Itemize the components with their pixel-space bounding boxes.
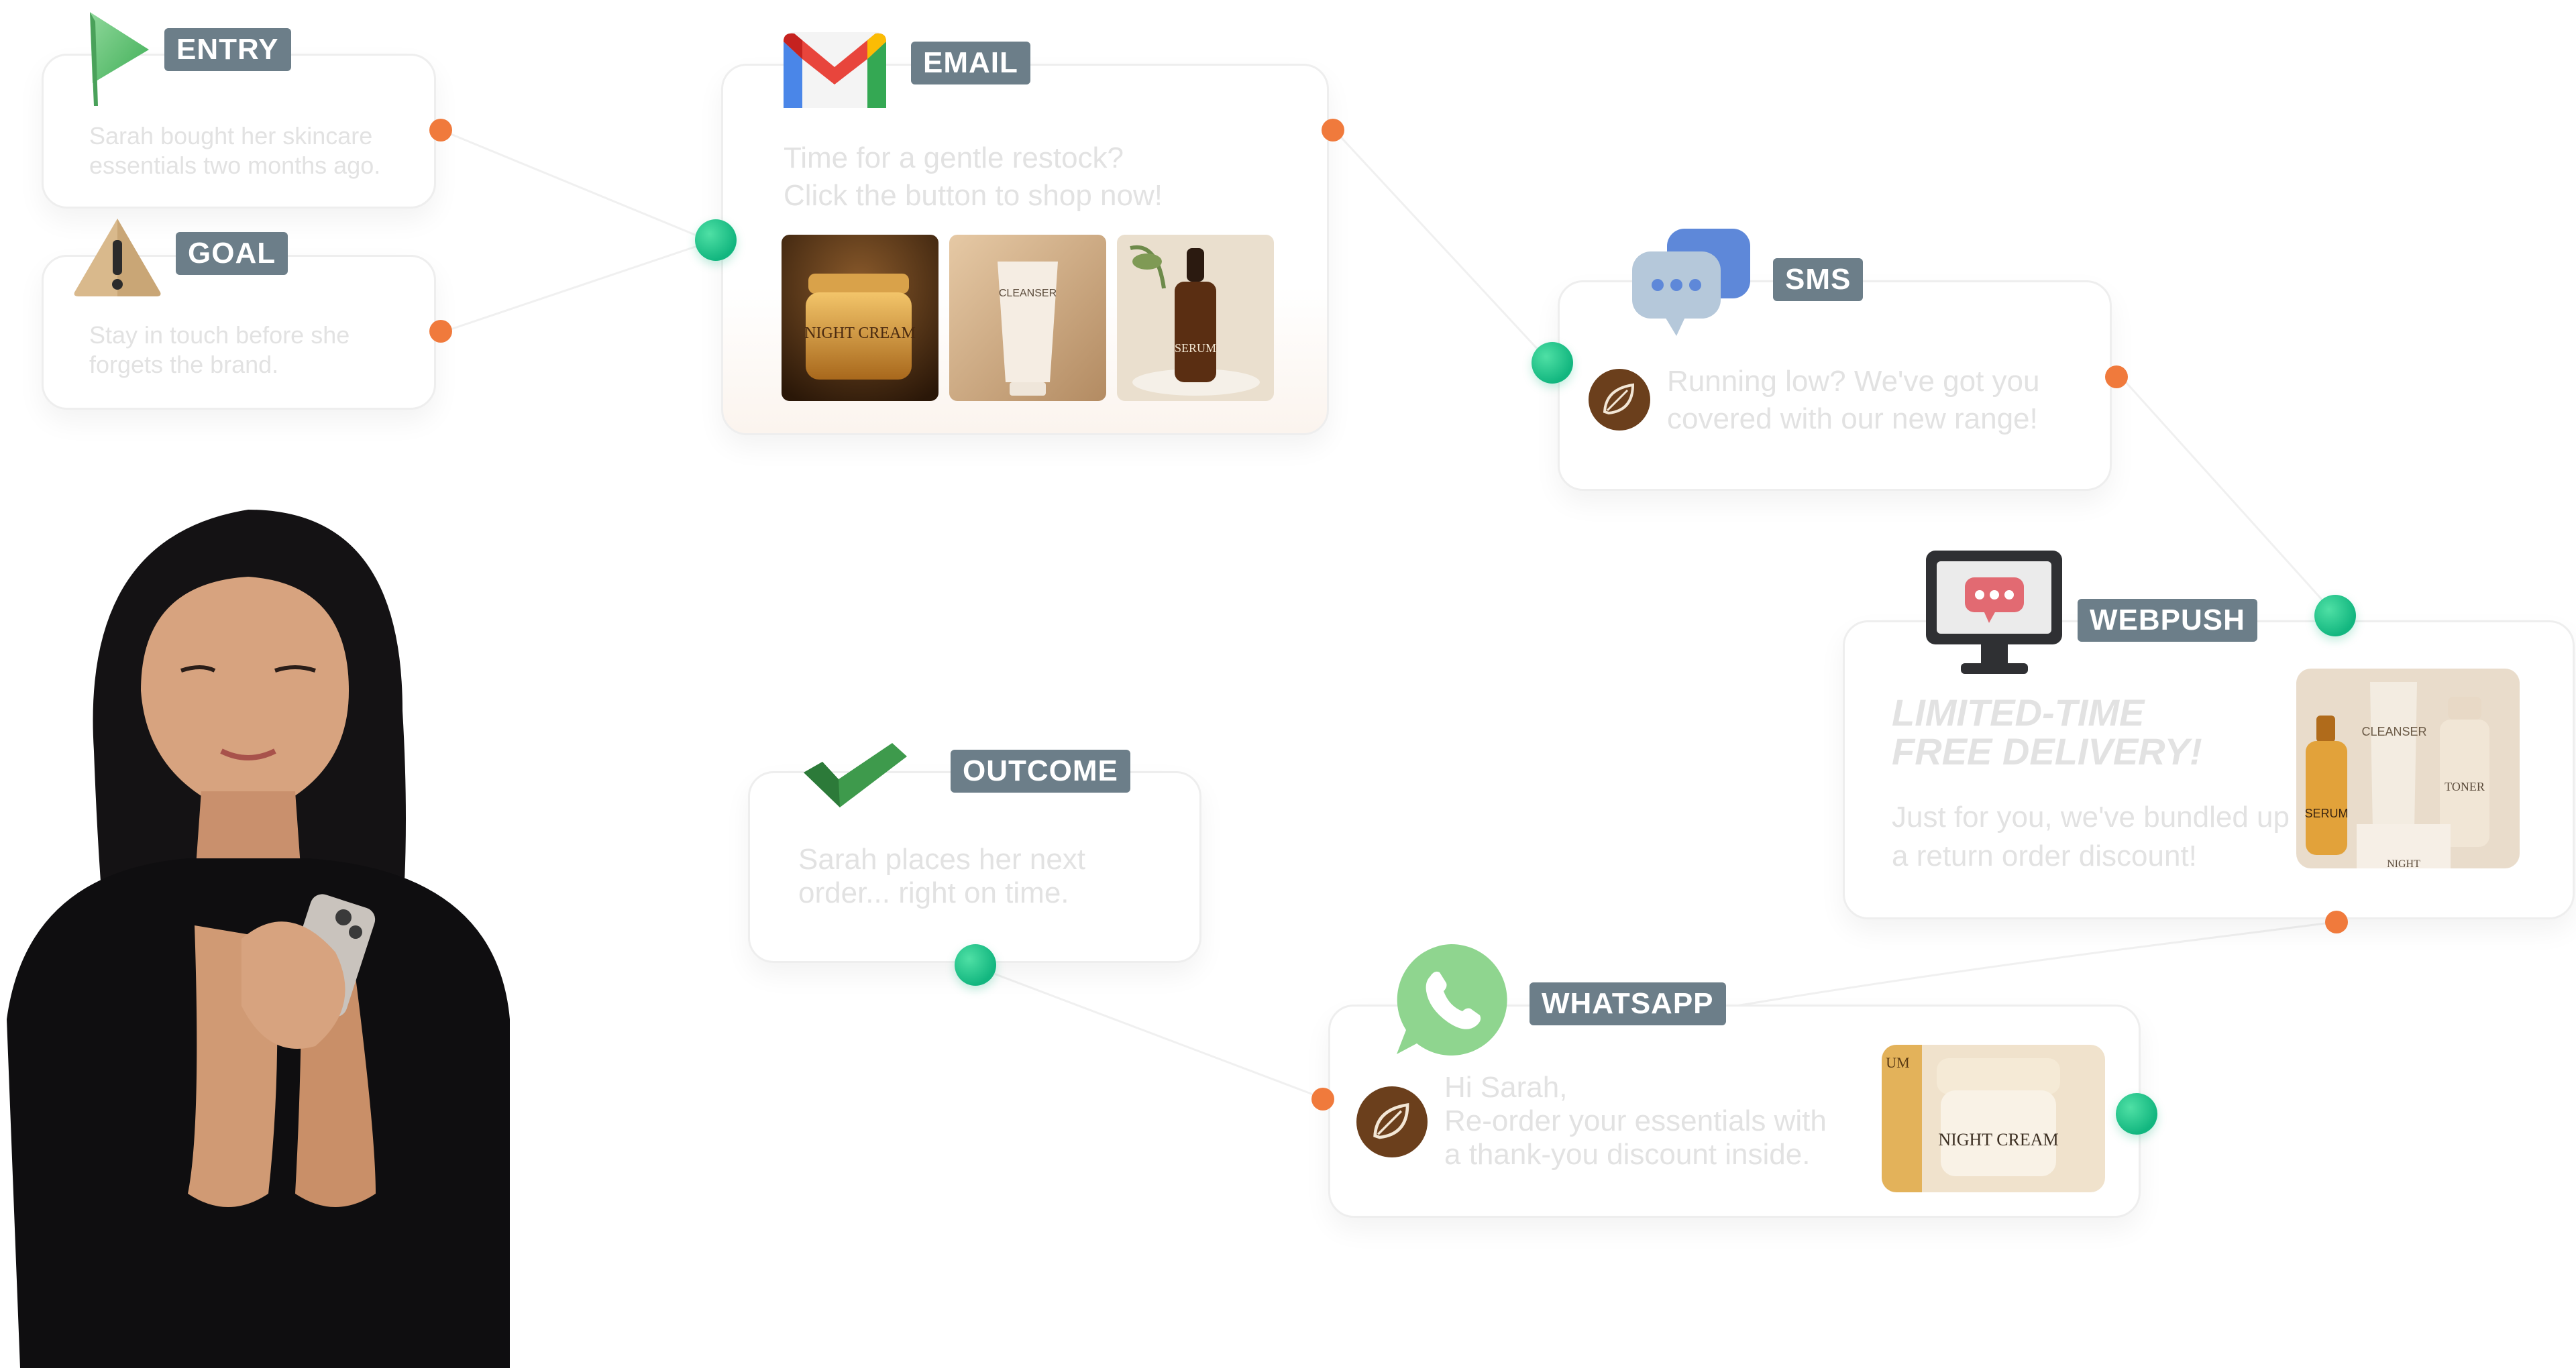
email-product-label-1: NIGHT CREAM bbox=[804, 325, 916, 342]
woman-with-phone-illustration bbox=[7, 510, 510, 1368]
goal-badge: GOAL bbox=[176, 232, 288, 275]
whatsapp-text-line3: a thank-you discount inside. bbox=[1444, 1138, 1811, 1171]
email-product-serum[interactable]: SERUM bbox=[1117, 235, 1274, 401]
email-product-label-3: SERUM bbox=[1175, 341, 1216, 355]
whatsapp-input-port[interactable] bbox=[2116, 1093, 2157, 1135]
email-product-night-cream[interactable]: NIGHT CREAM bbox=[782, 235, 938, 401]
email-product-cleanser[interactable]: CLEANSER bbox=[949, 235, 1106, 401]
entry-text: Sarah bought her skincare essentials two… bbox=[89, 122, 381, 179]
whatsapp-product-image[interactable]: UM NIGHT CREAM bbox=[1882, 1045, 2105, 1192]
email-badge: EMAIL bbox=[911, 42, 1030, 84]
webpush-input-port[interactable] bbox=[2314, 595, 2356, 636]
chat-bubbles-icon bbox=[1632, 229, 1750, 336]
webpush-product-label-4: NIGHT bbox=[2387, 858, 2420, 868]
outcome-text: Sarah places her next order... right on … bbox=[798, 843, 1086, 909]
entry-card[interactable]: Sarah bought her skincare essentials two… bbox=[42, 54, 436, 209]
leaf-avatar-icon[interactable] bbox=[1589, 369, 1650, 431]
email-text-line1: Time for a gentle restock? bbox=[784, 141, 1124, 174]
outcome-badge: OUTCOME bbox=[951, 750, 1130, 793]
gmail-icon bbox=[784, 32, 886, 108]
whatsapp-output-port[interactable] bbox=[1311, 1088, 1334, 1110]
goal-text: Stay in touch before she forgets the bra… bbox=[89, 321, 350, 378]
webpush-product-label-3: SERUM bbox=[2304, 807, 2348, 820]
webpush-product-image[interactable]: CLEANSER TONER SERUM NIGHT bbox=[2296, 669, 2520, 868]
whatsapp-product-label-1: UM bbox=[1886, 1054, 1909, 1071]
email-text-line2: Click the button to shop now! bbox=[784, 179, 1163, 212]
webpush-product-label-2: TONER bbox=[2445, 780, 2485, 793]
whatsapp-product-label-2: NIGHT CREAM bbox=[1938, 1130, 2058, 1149]
play-icon bbox=[90, 12, 149, 106]
whatsapp-icon bbox=[1397, 944, 1507, 1056]
webpush-badge: WEBPUSH bbox=[2078, 599, 2257, 642]
sms-text: Running low? We've got you covered with … bbox=[1667, 365, 2040, 435]
sms-badge: SMS bbox=[1773, 258, 1864, 301]
goal-output-port[interactable] bbox=[429, 320, 452, 343]
webpush-title-line1: LIMITED-TIME bbox=[1892, 691, 2145, 734]
checkmark-icon bbox=[804, 743, 907, 807]
whatsapp-text-line1: Hi Sarah, bbox=[1444, 1071, 1568, 1104]
whatsapp-badge: WHATSAPP bbox=[1529, 982, 1726, 1025]
webpush-text: Just for you, we've bundled up a return … bbox=[1892, 801, 2290, 872]
outcome-card[interactable]: Sarah places her next order... right on … bbox=[748, 771, 1201, 963]
warning-icon bbox=[74, 219, 161, 296]
email-product-label-2: CLEANSER bbox=[999, 288, 1057, 299]
webpush-output-port[interactable] bbox=[2325, 911, 2348, 933]
whatsapp-text-line2: Re-order your essentials with bbox=[1444, 1104, 1827, 1137]
sms-input-port[interactable] bbox=[1532, 342, 1573, 384]
monitor-chat-icon bbox=[1926, 551, 2062, 674]
webpush-title-line2: FREE DELIVERY! bbox=[1892, 730, 2202, 773]
entry-output-port[interactable] bbox=[429, 119, 452, 141]
outcome-input-port[interactable] bbox=[955, 944, 996, 986]
email-input-port[interactable] bbox=[695, 219, 737, 261]
sms-output-port[interactable] bbox=[2105, 365, 2128, 388]
email-output-port[interactable] bbox=[1322, 119, 1344, 141]
leaf-avatar-icon-2[interactable] bbox=[1356, 1086, 1428, 1157]
entry-badge: ENTRY bbox=[164, 28, 291, 71]
webpush-product-label-1: CLEANSER bbox=[2361, 725, 2426, 738]
